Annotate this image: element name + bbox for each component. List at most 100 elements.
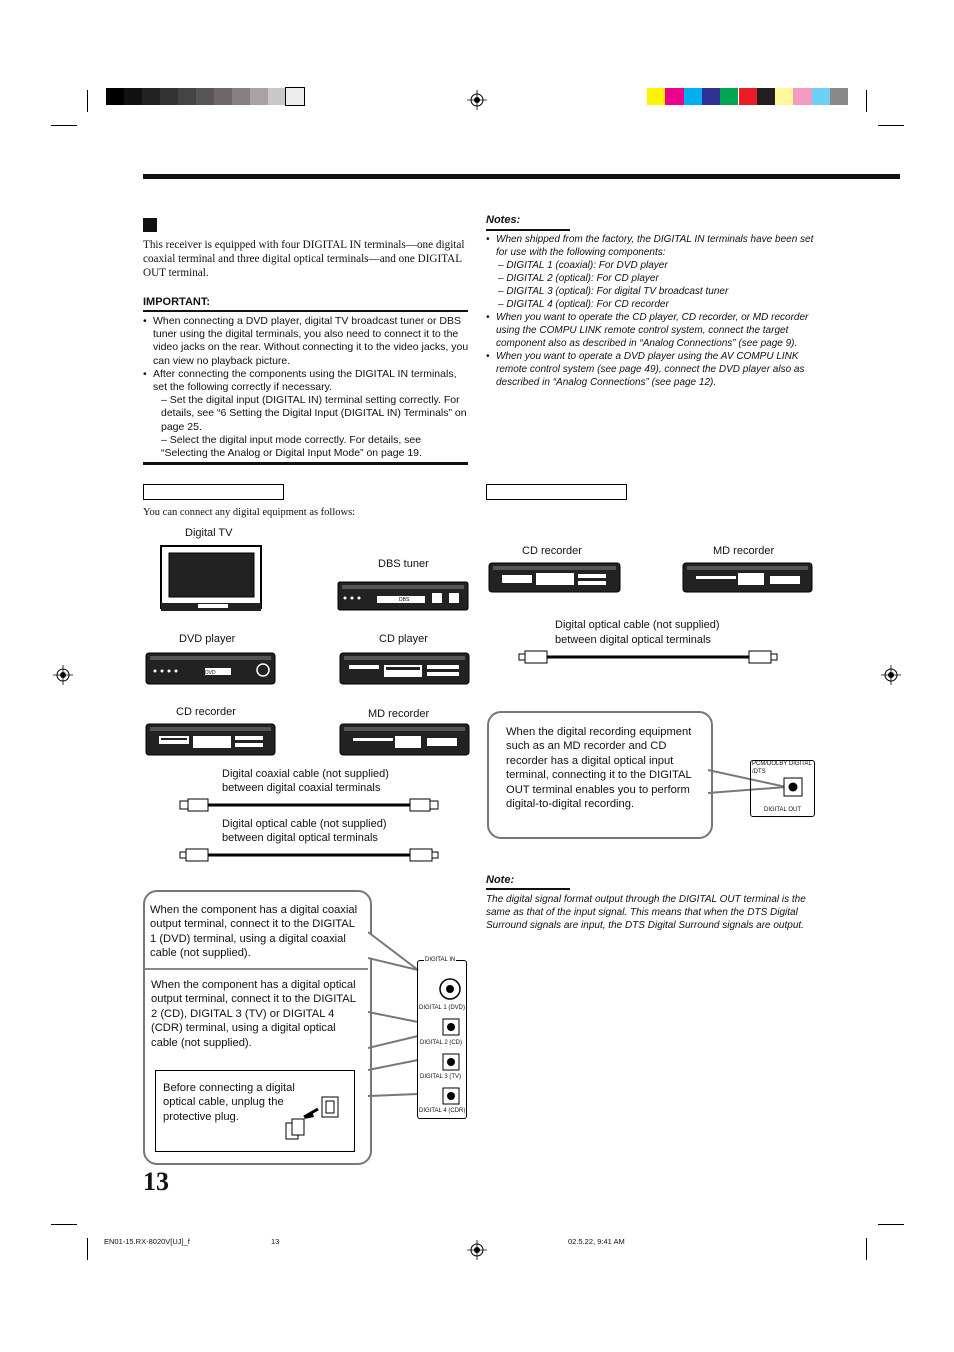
subsection-heading-box	[486, 484, 627, 500]
list-item: – DIGITAL 3 (optical): For digital TV br…	[498, 286, 729, 297]
right-md-recorder-icon	[682, 562, 813, 593]
footer-filename: EN01-15.RX-8020V[UJ]_f	[104, 1237, 190, 1246]
digital-tv-label: Digital TV	[185, 527, 233, 539]
registration-mark-icon	[881, 665, 901, 685]
calibration-swatch	[285, 87, 305, 106]
left-callout-box	[143, 890, 372, 1165]
crop-mark	[51, 1224, 77, 1225]
list-item: •When shipped from the factory, the DIGI…	[486, 234, 814, 258]
important-rule	[143, 310, 468, 312]
cd-recorder-icon	[145, 723, 276, 756]
calibration-swatch	[232, 88, 250, 105]
calibration-swatch	[142, 88, 160, 105]
crop-mark	[878, 1224, 904, 1225]
digital-out-panel	[750, 760, 815, 817]
registration-mark-icon	[467, 90, 487, 110]
crop-mark	[87, 1238, 88, 1260]
calibration-swatch	[811, 88, 830, 105]
terminal-label: DIGITAL 1 (DVD)	[419, 1005, 466, 1011]
note-rule	[486, 888, 570, 890]
list-item: – DIGITAL 1 (coaxial): For DVD player	[498, 260, 668, 271]
calibration-swatch	[738, 88, 757, 105]
list-item: – Set the digital input (DIGITAL IN) ter…	[161, 394, 467, 433]
calibration-swatch	[196, 88, 214, 105]
important-bottom-rule	[143, 462, 468, 465]
crop-mark	[878, 125, 904, 126]
list-item: – DIGITAL 4 (optical): For CD recorder	[498, 299, 669, 310]
terminal-label: DIGITAL 4 (CDR)	[419, 1108, 466, 1114]
header-rule	[143, 174, 900, 179]
optical-jack-icon	[442, 1018, 460, 1036]
optical-cable-icon	[179, 848, 439, 862]
calibration-swatch	[250, 88, 268, 105]
section-marker	[143, 218, 157, 232]
calibration-swatch	[647, 88, 666, 105]
calibration-swatch	[756, 88, 776, 105]
digital-out-top-label: PCM/DOLBY DIGITAL /DTS	[752, 761, 812, 775]
optical-out-jack-icon	[783, 777, 803, 797]
calibration-swatch	[214, 88, 232, 105]
subsection-heading-box	[143, 484, 284, 500]
registration-mark-icon	[53, 665, 73, 685]
right-cd-recorder-label: CD recorder	[522, 545, 582, 557]
crop-mark	[866, 90, 867, 112]
calibration-swatch	[701, 88, 721, 105]
calibration-swatch	[268, 88, 286, 105]
crop-mark	[87, 90, 88, 112]
notes-list: •When shipped from the factory, the DIGI…	[486, 233, 816, 389]
terminal-label: DIGITAL 3 (TV)	[420, 1074, 462, 1080]
calibration-swatch	[793, 88, 812, 105]
right-optical-cable-icon	[518, 650, 778, 664]
footer-date: 02.5.22, 9:41 AM	[568, 1237, 625, 1246]
right-optical-cable-caption: Digital optical cable (not supplied) bet…	[555, 619, 720, 646]
list-item: •When you want to operate a DVD player u…	[486, 351, 805, 388]
dvd-player-icon	[145, 652, 276, 685]
calibration-swatch	[124, 88, 142, 105]
digital-in-title: DIGITAL IN	[424, 957, 457, 963]
digital-tv-icon	[160, 545, 262, 611]
calibration-swatch	[160, 88, 178, 105]
dvd-badge: DVD	[205, 670, 216, 676]
cd-recorder-label: CD recorder	[176, 706, 236, 718]
footer-page: 13	[271, 1237, 280, 1246]
callout-pointer-lines	[368, 931, 419, 1097]
page-number: 13	[143, 1167, 169, 1196]
registration-mark-icon	[467, 1240, 487, 1260]
notes-rule	[486, 229, 570, 231]
list-item: •After connecting the components using t…	[143, 367, 457, 394]
list-item: – Select the digital input mode correctl…	[161, 433, 422, 460]
dbs-tuner-icon	[337, 581, 469, 611]
coaxial-jack-icon	[439, 978, 461, 1000]
right-cd-recorder-icon	[488, 562, 621, 593]
right-md-recorder-label: MD recorder	[713, 545, 775, 557]
plug-note-box	[155, 1070, 355, 1152]
coax-cable-caption: Digital coaxial cable (not supplied) bet…	[222, 768, 389, 794]
coax-callout-text: When the component has a digital coaxial…	[150, 904, 358, 960]
calibration-swatch	[665, 88, 684, 105]
intro-paragraph: This receiver is equipped with four DIGI…	[143, 239, 465, 280]
md-recorder-label: MD recorder	[368, 708, 430, 720]
note-heading: Note:	[486, 874, 515, 886]
calibration-swatch	[178, 88, 196, 105]
callout-divider	[145, 968, 368, 970]
list-item: •When connecting a DVD player, digital T…	[143, 315, 469, 367]
right-callout-text: When the digital recording equipment suc…	[506, 726, 692, 811]
optical-jack-icon	[442, 1053, 460, 1071]
plug-note-text: Before connecting a digital optical cabl…	[163, 1082, 295, 1123]
calibration-swatch	[106, 88, 124, 105]
md-recorder-icon	[339, 723, 470, 756]
important-list: •When connecting a DVD player, digital T…	[143, 315, 469, 460]
important-heading: IMPORTANT:	[143, 296, 211, 308]
calibration-swatch	[720, 88, 739, 105]
crop-mark	[51, 125, 77, 126]
dbs-badge: DBS	[399, 597, 410, 603]
crop-mark	[866, 1238, 867, 1260]
dbs-tuner-label: DBS tuner	[378, 558, 429, 570]
protective-plug-icon	[285, 1096, 339, 1140]
calibration-swatch	[683, 88, 702, 105]
left-intro: You can connect any digital equipment as…	[143, 507, 356, 518]
list-item: – DIGITAL 2 (optical): For CD player	[498, 273, 659, 284]
calibration-swatch	[775, 88, 794, 105]
calibration-swatch	[830, 88, 849, 105]
notes-heading: Notes:	[486, 214, 521, 226]
